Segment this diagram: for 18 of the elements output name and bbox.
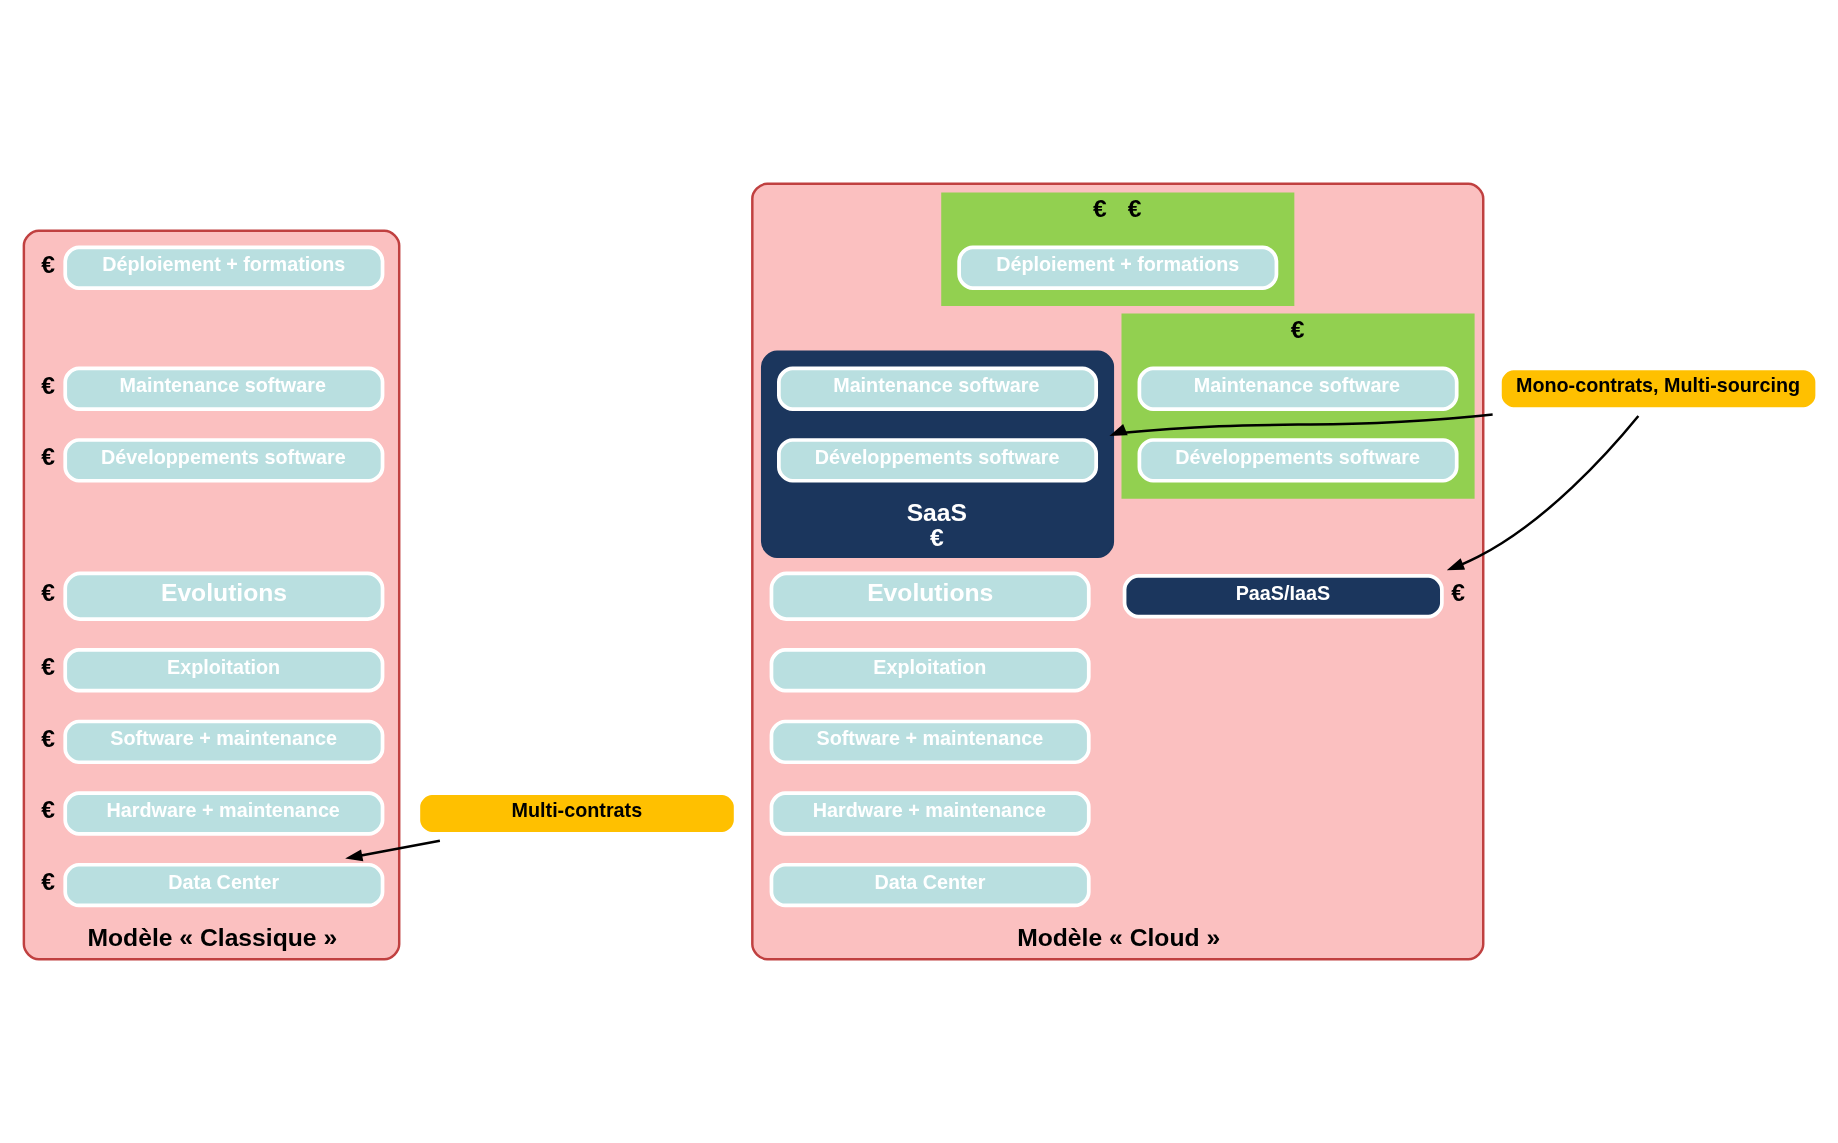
node-label: €	[41, 868, 55, 896]
node-label: €	[41, 724, 55, 752]
arrow	[1109, 413, 1493, 437]
arrow	[345, 839, 441, 862]
node-label: €	[1093, 195, 1107, 223]
node-label: €	[1127, 195, 1142, 223]
cluster	[941, 192, 1295, 307]
node-label: €	[41, 796, 55, 824]
node-label: €	[41, 443, 55, 471]
cluster	[1121, 313, 1475, 499]
node-label: €	[930, 523, 944, 551]
node-label: €	[41, 579, 55, 607]
node-label: €	[41, 653, 55, 681]
node-label: €	[41, 250, 55, 278]
node-label: €	[41, 371, 55, 399]
node-label: €	[1290, 316, 1305, 344]
node-label: €	[1451, 579, 1465, 607]
arrow	[1446, 415, 1640, 571]
